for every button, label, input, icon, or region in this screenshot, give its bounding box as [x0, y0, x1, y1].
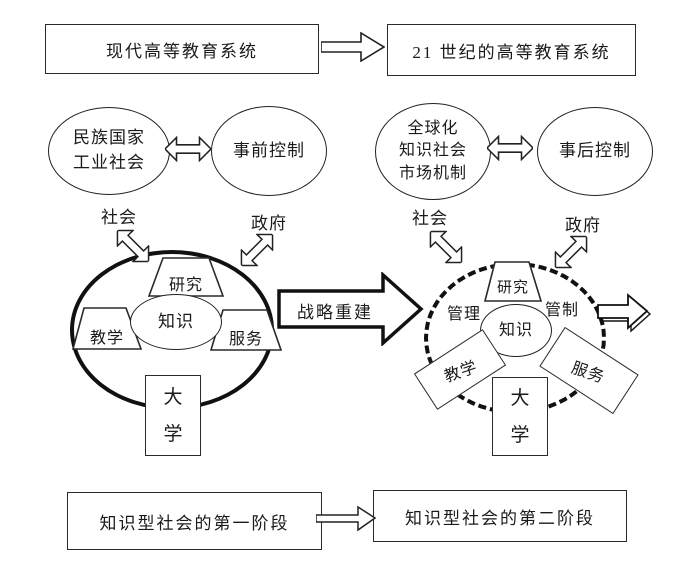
diagonal-double-arrow-icon	[233, 226, 281, 274]
modern-system-box: 现代高等教育系统	[45, 24, 319, 74]
nation-state-line1: 民族国家	[73, 128, 145, 148]
globalization-line2: 知识社会	[398, 142, 467, 160]
left-society-label: 社会	[101, 208, 137, 227]
bottom-right-arrow-icon	[316, 505, 376, 532]
ex-post-control-label: 事后控制	[559, 141, 631, 161]
left-service-label: 服务	[228, 331, 263, 348]
left-university-box: 大 学	[145, 375, 201, 456]
double-arrow-icon	[165, 136, 211, 162]
right-service-label: 服务	[569, 359, 608, 387]
left-teaching-trapezoid: 教学	[72, 307, 142, 350]
right-research-trapezoid: 研究	[484, 261, 542, 302]
left-university-char2: 学	[163, 423, 183, 445]
left-research-label: 研究	[168, 277, 203, 294]
regulation-label: 管制	[545, 302, 580, 319]
right-university-char1: 大	[510, 387, 530, 409]
left-teaching-label: 教学	[89, 330, 124, 347]
left-knowledge-ellipse: 知识	[130, 294, 222, 350]
strategic-rebuild-arrow-icon: 战略重建	[277, 272, 425, 346]
globalization-line3: 市场机制	[398, 164, 467, 182]
diagonal-double-arrow-icon	[109, 222, 157, 270]
left-university-char1: 大	[163, 386, 183, 408]
ex-post-control-ellipse: 事后控制	[537, 107, 653, 196]
century21-system-box: 21 世纪的高等教育系统	[387, 24, 636, 76]
left-government-label: 政府	[251, 214, 287, 233]
diagonal-double-arrow-icon	[422, 223, 470, 271]
modern-system-label: 现代高等教育系统	[106, 41, 258, 61]
ex-ante-control-ellipse: 事前控制	[211, 106, 327, 196]
right-university-char2: 学	[510, 424, 530, 446]
century21-system-label: 21 世纪的高等教育系统	[412, 42, 611, 62]
left-research-trapezoid: 研究	[148, 257, 224, 297]
management-label: 管理	[447, 306, 482, 323]
nation-state-ellipse: 民族国家 工业社会	[48, 107, 170, 195]
left-knowledge-label: 知识	[158, 311, 194, 331]
diagonal-double-arrow-icon	[547, 228, 595, 276]
double-arrow-icon	[487, 135, 533, 161]
stage-two-box: 知识型社会的第二阶段	[373, 490, 627, 542]
strategic-rebuild-label: 战略重建	[297, 303, 373, 322]
right-government-label: 政府	[565, 216, 601, 235]
right-knowledge-label: 知识	[498, 321, 533, 339]
globalization-line1: 全球化	[407, 119, 459, 137]
globalization-ellipse: 全球化 知识社会 市场机制	[375, 103, 491, 200]
stage-two-label: 知识型社会的第二阶段	[405, 508, 595, 528]
right-teaching-label: 教学	[441, 358, 480, 386]
outward-arrow-icon	[597, 292, 651, 334]
right-research-label: 研究	[496, 280, 529, 296]
top-right-arrow-icon	[321, 32, 385, 62]
stage-one-label: 知识型社会的第一阶段	[99, 513, 290, 533]
stage-one-box: 知识型社会的第一阶段	[67, 492, 322, 550]
right-society-label: 社会	[412, 209, 448, 228]
nation-state-line2: 工业社会	[73, 153, 145, 172]
ex-ante-control-label: 事前控制	[233, 140, 305, 160]
right-university-box: 大 学	[492, 377, 548, 456]
